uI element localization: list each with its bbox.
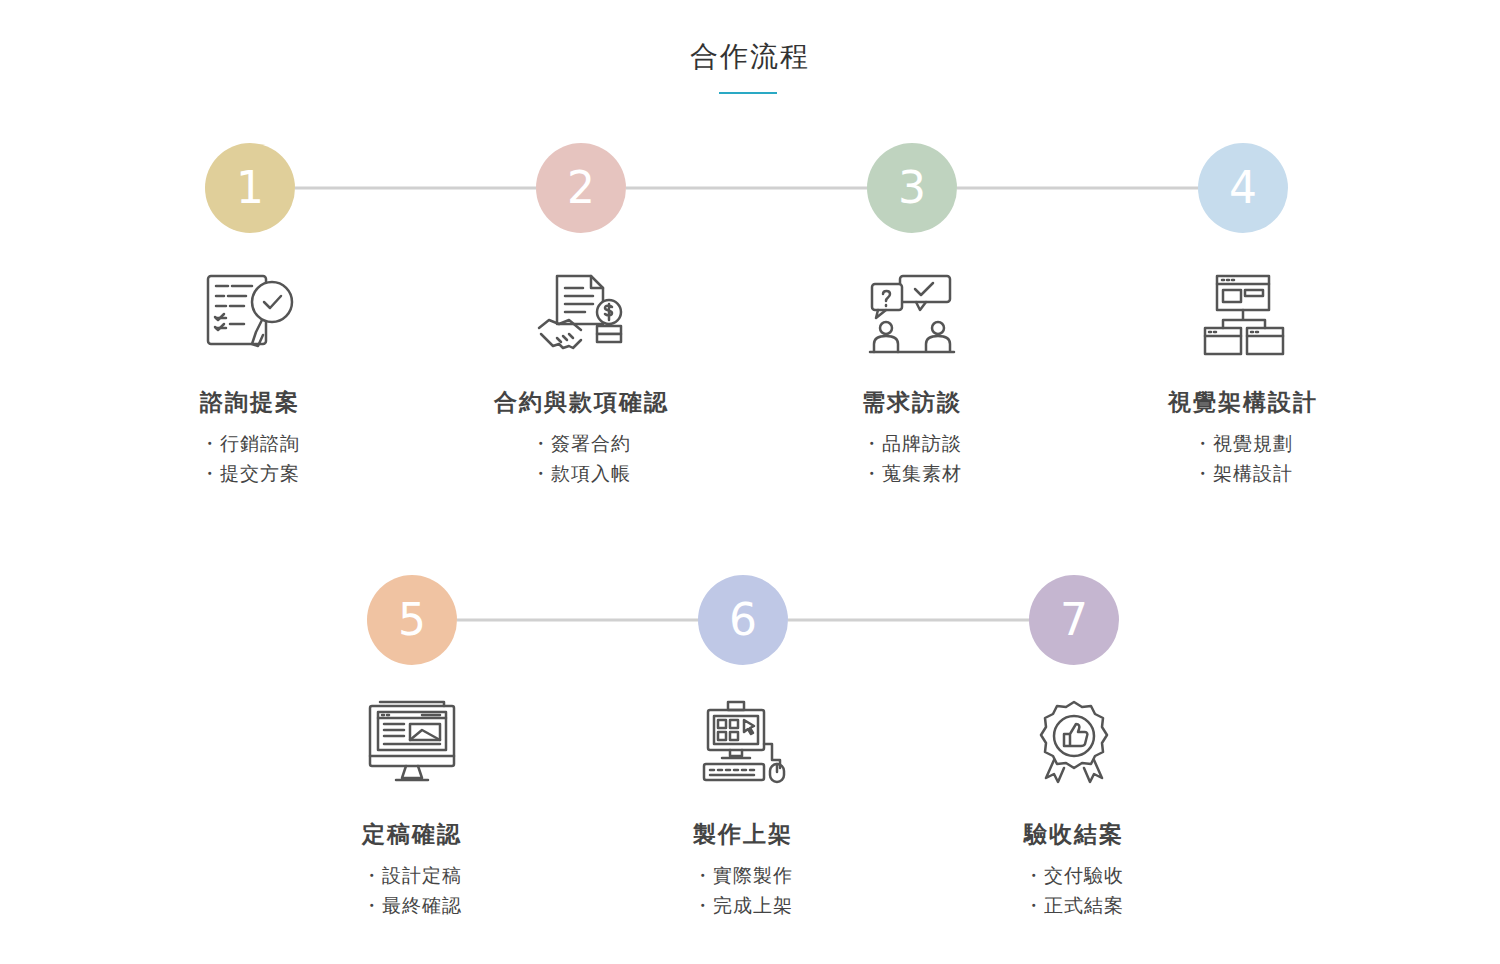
interview-icon-stroke [916,302,926,310]
contract-icon-stroke [605,304,612,320]
consult-icon [204,272,300,358]
consult-icon-stroke [252,282,292,322]
step-connector [295,187,536,190]
step-number: 3 [867,143,957,233]
step-number: 1 [205,143,295,233]
badge-icon [1032,698,1116,786]
step-number: 7 [1029,575,1119,665]
step-item: ・款項入帳 [431,461,731,487]
computer-icon-stroke [776,764,779,772]
step-circle: 7驗收結案・交付驗收・正式結案 [1029,575,1119,665]
step-item: ・實際製作 [593,863,893,889]
computer-icon [700,700,788,786]
step-heading: 製作上架 [593,819,893,850]
step-heading: 需求訪談 [762,387,1062,418]
contract-icon-stroke [557,334,573,342]
step-number: 4 [1198,143,1288,233]
step-number: 2 [536,143,626,233]
step-item: ・最終確認 [262,893,562,919]
step-item: ・蒐集素材 [762,461,1062,487]
step-connector [788,619,1029,622]
computer-icon-stroke [708,710,764,750]
monitor-icon-stroke [378,712,446,750]
step-heading: 視覺架構設計 [1093,387,1393,418]
computer-icon-stroke [718,732,726,740]
step-item: ・設計定稿 [262,863,562,889]
sitemap-icon-stroke [1205,332,1283,336]
consult-icon-stroke [264,296,281,308]
interview-icon-stroke [870,336,954,352]
step-heading: 合約與款項確認 [431,387,731,418]
step-heading: 驗收結案 [924,819,1224,850]
badge-icon-stroke [1064,724,1087,746]
step-item: ・架構設計 [1093,461,1393,487]
step-heading: 諮詢提案 [100,387,400,418]
computer-icon-stroke [730,732,738,740]
consult-icon-stroke [215,314,224,330]
step-item: ・簽署合約 [431,431,731,457]
step-circle: 2合約與款項確認・簽署合約・款項入帳 [536,143,626,233]
step-circle: 4視覺架構設計・視覺規劃・架構設計 [1198,143,1288,233]
contract-icon-stroke [597,300,621,324]
badge-icon-stroke [1046,760,1102,782]
sitemap-icon [1199,272,1289,358]
consult-icon-stroke [252,320,263,346]
contract-icon [535,272,631,358]
consult-icon-stroke [216,286,252,328]
badge-icon-stroke [1054,716,1094,756]
sitemap-icon-stroke [1223,310,1265,328]
step-circle: 1諮詢提案・行銷諮詢・提交方案 [205,143,295,233]
sitemap-icon-stroke [1245,290,1263,296]
sitemap-icon-stroke [1217,280,1269,284]
contract-icon-stroke [557,276,603,324]
interview-icon-stroke [880,322,892,334]
interview-icon-stroke [900,276,950,302]
monitor-icon-stroke [384,724,440,744]
step-number: 5 [367,575,457,665]
step-number: 6 [698,575,788,665]
step-connector [626,187,867,190]
step-item: ・提交方案 [100,461,400,487]
monitor-icon [366,700,458,784]
interview-icon-stroke [883,291,890,306]
step-item: ・品牌訪談 [762,431,1062,457]
interview-icon-stroke [872,284,902,310]
step-heading: 定稿確認 [262,819,562,850]
monitor-icon-stroke [378,715,446,718]
step-item: ・交付驗收 [924,863,1224,889]
step-circle: 3需求訪談・品牌訪談・蒐集素材 [867,143,957,233]
interview-icon-stroke [874,336,898,352]
monitor-icon-stroke [396,766,428,780]
diagram-title: 合作流程 [450,38,1050,76]
computer-icon-stroke [718,720,726,728]
step-connector [457,619,698,622]
computer-icon-stroke [770,764,784,782]
interview-icon-stroke [876,310,886,318]
title-underline [719,92,777,94]
computer-icon-stroke [710,770,754,775]
step-item: ・視覺規劃 [1093,431,1393,457]
computer-icon-stroke [704,764,764,780]
step-item: ・行銷諮詢 [100,431,400,457]
sitemap-icon-stroke [1217,276,1269,310]
contract-icon-stroke [539,320,581,348]
monitor-icon-stroke [370,702,454,756]
computer-icon-stroke [744,720,754,734]
interview-icon-stroke [932,322,944,334]
step-item: ・完成上架 [593,893,893,919]
contract-icon-stroke [597,334,621,342]
sitemap-icon-stroke [1223,290,1241,302]
step-circle: 5定稿確認・設計定稿・最終確認 [367,575,457,665]
interview-icon [866,272,958,358]
step-item: ・正式結案 [924,893,1224,919]
step-connector [957,187,1198,190]
badge-icon-stroke [1041,702,1107,768]
computer-icon-stroke [730,720,738,728]
computer-icon-stroke [714,716,758,744]
step-circle: 6製作上架・實際製作・完成上架 [698,575,788,665]
interview-icon-stroke [915,283,933,295]
